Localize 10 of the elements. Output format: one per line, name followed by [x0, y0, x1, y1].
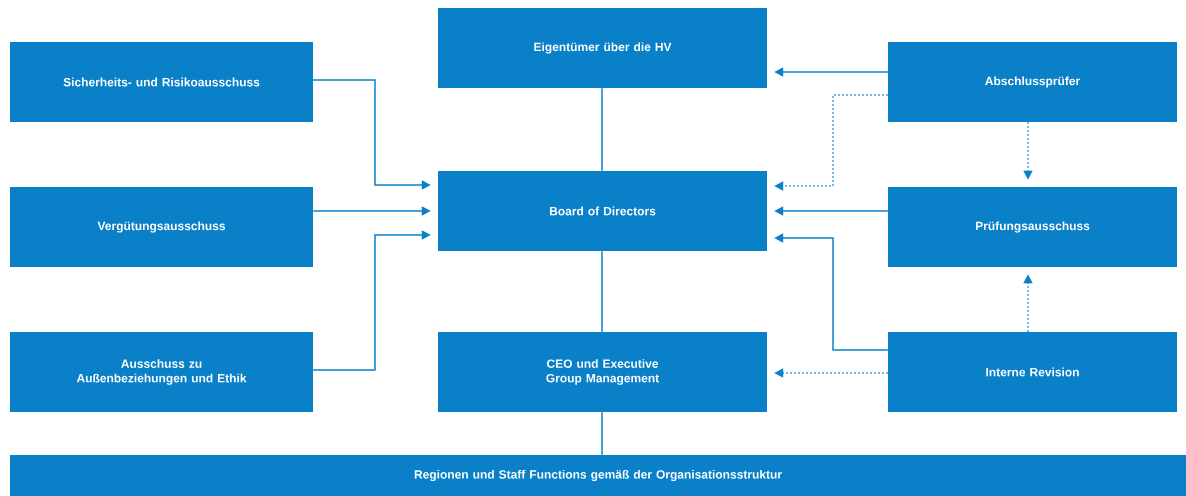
org-box: CEO und Executive Group Management [438, 332, 767, 412]
org-box: Abschlussprüfer [888, 42, 1177, 122]
org-box: Sicherheits- und Risikoausschuss [10, 42, 313, 122]
org-box: Regionen und Staff Functions gemäß der Organisationsstruktur [10, 455, 1186, 496]
org-box: Board of Directors [438, 171, 767, 251]
org-box: Eigentümer über die HV [438, 8, 767, 88]
org-box: Ausschuss zu Außenbeziehungen und Ethik [10, 332, 313, 412]
org-box: Interne Revision [888, 332, 1177, 412]
org-box: Prüfungsausschuss [888, 187, 1177, 267]
org-box: Vergütungsausschuss [10, 187, 313, 267]
